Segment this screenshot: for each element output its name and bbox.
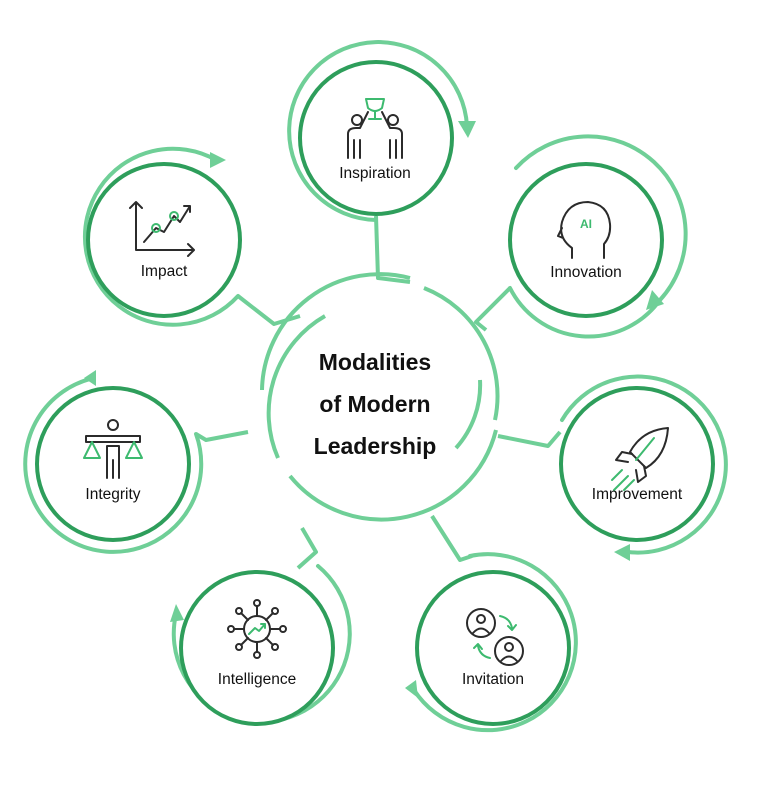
scales-person-icon — [83, 419, 143, 479]
node-label-improvement: Improvement — [592, 486, 683, 503]
spoke-inspiration — [374, 215, 411, 284]
spoke-invitation — [430, 514, 473, 562]
center-title-line-3: Leadership — [314, 433, 437, 459]
people-exchange-icon — [466, 608, 524, 666]
center-title-line-1: Modalities — [319, 349, 431, 375]
center-title-line-2: of Modern — [319, 391, 430, 417]
center-hub: Modalities of Modern Leadership — [260, 272, 500, 522]
node-impact: Impact — [82, 146, 242, 327]
node-label-invitation: Invitation — [462, 671, 524, 688]
spoke-improvement — [497, 430, 562, 448]
node-improvement: Improvement — [559, 374, 728, 561]
connector-spokes — [194, 215, 562, 570]
node-label-intelligence: Intelligence — [218, 671, 296, 688]
rocket-icon — [611, 427, 669, 491]
node-label-integrity: Integrity — [85, 486, 140, 503]
node-innovation: AI Innovation — [508, 134, 688, 339]
svg-text:AI: AI — [580, 217, 592, 231]
spoke-impact — [236, 294, 301, 326]
spoke-integrity — [194, 430, 249, 442]
ai-head-icon: AI — [557, 201, 612, 259]
node-label-innovation: Innovation — [550, 264, 622, 281]
network-growth-icon — [227, 599, 287, 659]
node-integrity: Integrity — [23, 370, 204, 554]
node-invitation: Invitation — [405, 552, 578, 733]
growth-chart-icon — [129, 201, 195, 257]
node-inspiration: Inspiration — [287, 40, 476, 222]
spoke-innovation — [474, 286, 512, 332]
node-label-inspiration: Inspiration — [339, 165, 411, 182]
trophy-team-icon — [347, 98, 403, 159]
node-intelligence: Intelligence — [170, 564, 352, 726]
node-label-impact: Impact — [141, 263, 188, 280]
spoke-intelligence — [296, 526, 318, 570]
